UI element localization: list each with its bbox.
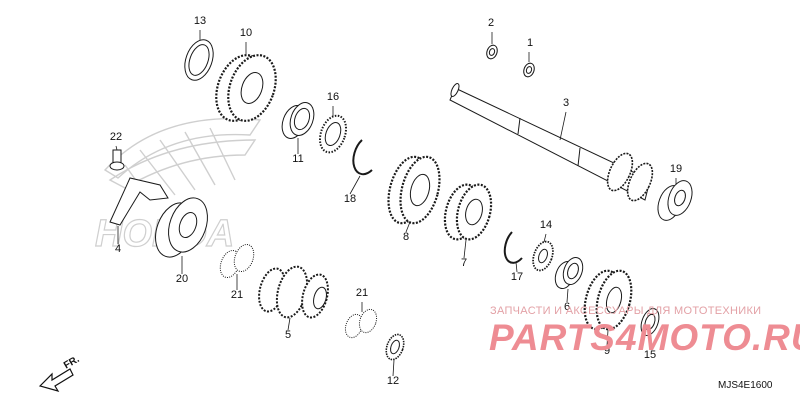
- leader-line: [349, 175, 361, 195]
- part-20-bearing: [155, 197, 208, 258]
- part-1-washer: [523, 62, 535, 78]
- leader-line: [543, 233, 547, 243]
- part-7-gear: [443, 183, 493, 241]
- leader-line: [392, 359, 395, 377]
- callout-4-bearing-set-plate: 4: [115, 243, 121, 255]
- callout-3-countershaft: 3: [563, 97, 569, 109]
- callout-20-bearing: 20: [176, 273, 188, 285]
- callout-22-bolt: 22: [110, 131, 122, 143]
- callout-18-snap-ring: 18: [344, 193, 356, 205]
- watermark-brand: PARTS4MOTO.RU: [489, 317, 800, 358]
- part-9-gear: [583, 269, 633, 331]
- callout-6-bushing: 6: [564, 301, 570, 313]
- callout-13-thrust-washer: 13: [194, 15, 206, 27]
- part-4-set-plate: [109, 177, 169, 226]
- part-22-bolt: [109, 149, 125, 171]
- leader-line: [559, 111, 567, 141]
- leader-line: [287, 317, 291, 331]
- part-21-needle-bearing: [344, 308, 378, 339]
- part-8-gear: [387, 155, 441, 225]
- part-16-lock-washer: [318, 114, 348, 154]
- part-14-lock-washer: [532, 240, 554, 272]
- part-6-bushing: [554, 256, 584, 290]
- callout-12-thrust-washer: 12: [387, 375, 399, 387]
- leader-line: [463, 239, 467, 259]
- part-3-countershaft: [449, 83, 654, 202]
- callout-9-gear: 9: [604, 345, 610, 357]
- front-direction-arrow-icon: [38, 368, 74, 392]
- callout-15-thrust-washer: 15: [644, 349, 656, 361]
- callout-21-needle-bearing: 21: [356, 287, 368, 299]
- callout-10-gear: 10: [240, 27, 252, 39]
- part-19-bearing: [657, 180, 693, 221]
- part-2-washer: [486, 44, 498, 60]
- part-18-snap-ring: [352, 139, 373, 176]
- leader-line: [405, 221, 411, 233]
- callout-16-lock-washer: 16: [327, 91, 339, 103]
- leader-line: [566, 288, 569, 303]
- leader-line: [115, 145, 118, 151]
- callout-19-bearing: 19: [670, 163, 682, 175]
- part-15-thrust-washer: [640, 308, 660, 336]
- callout-14-lock-washer: 14: [540, 219, 552, 231]
- watermark-subtitle: ЗАПЧАСТИ И АКСЕССУАРЫ ДЛЯ МОТОТЕХНИКИ: [490, 305, 762, 317]
- callout-21-needle-bearing: 21: [231, 289, 243, 301]
- part-21-needle-bearing: [219, 243, 255, 279]
- callout-2-washer: 2: [488, 17, 494, 29]
- diagram-code: MJS4E1600: [718, 380, 773, 391]
- part-17-snap-ring: [503, 231, 523, 264]
- part-5-gear: [258, 265, 329, 319]
- leader-lines: [115, 30, 677, 377]
- part-11-bushing: [281, 102, 315, 139]
- callout-17-snap-ring: 17: [511, 271, 523, 283]
- callout-5-gear: 5: [285, 329, 291, 341]
- part-13-thrust-washer: [184, 39, 214, 81]
- part-12-thrust-washer: [385, 333, 405, 361]
- leader-line: [606, 329, 609, 347]
- callout-7-gear: 7: [461, 257, 467, 269]
- callout-8-gear: 8: [403, 231, 409, 243]
- callout-1-washer: 1: [527, 37, 533, 49]
- leader-line: [515, 261, 518, 273]
- callout-11-bushing: 11: [292, 153, 303, 165]
- part-10-gear: [215, 54, 277, 122]
